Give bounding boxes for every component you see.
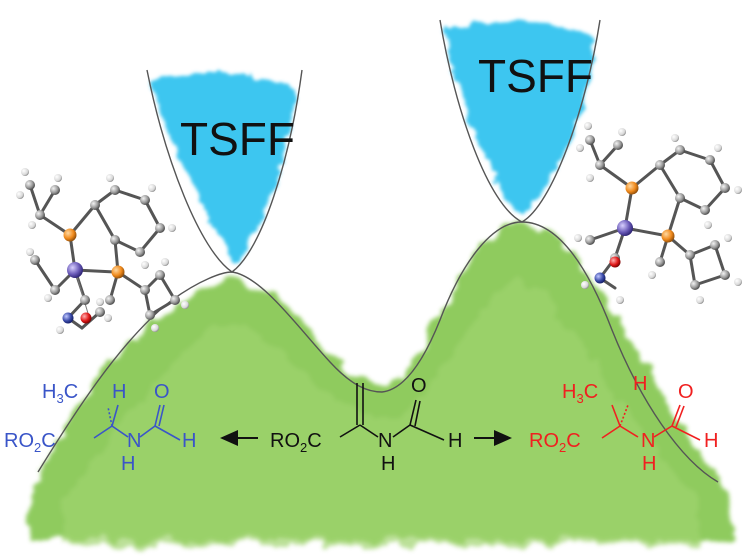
svg-text:H3C: H3C	[562, 381, 598, 406]
left-catalyst-structure-icon	[16, 168, 189, 334]
substrate-o: O	[411, 375, 427, 397]
substrate-n: N	[378, 430, 392, 452]
left-ts-curve	[146, 69, 303, 273]
substrate-ro-c: C	[307, 430, 321, 452]
substrate-ro-sub: 2	[300, 440, 307, 455]
h3c-h: H	[42, 381, 56, 403]
r-h3c-c: C	[584, 381, 598, 403]
ro-c: C	[41, 430, 55, 452]
green-energy-region	[30, 222, 735, 545]
left-o: O	[154, 381, 170, 403]
right-n: N	[641, 430, 655, 452]
r-h3c-sub: 3	[576, 391, 583, 406]
ro-label: RO	[4, 430, 34, 452]
substrate-nh-h: H	[381, 453, 395, 475]
left-product-molecule: H3C H O RO2C N H H	[4, 381, 196, 475]
svg-text:RO2C: RO2C	[270, 430, 322, 455]
right-cho-h: H	[704, 430, 718, 452]
h3c-sub: 3	[56, 391, 63, 406]
left-nh-h: H	[121, 453, 135, 475]
substrate-cho-h: H	[448, 430, 462, 452]
left-ts-label: TSFF	[180, 113, 295, 165]
svg-text:RO2C: RO2C	[4, 430, 56, 455]
right-o: O	[678, 381, 694, 403]
left-h-top: H	[112, 381, 126, 403]
right-catalyst-structure-icon	[574, 122, 742, 304]
ro-sub: 2	[34, 440, 41, 455]
right-h-top: H	[633, 373, 647, 395]
r-h3c-h: H	[562, 381, 576, 403]
svg-text:RO2C: RO2C	[529, 430, 581, 455]
left-ts-blue-region	[150, 72, 296, 262]
right-ts-label: TSFF	[478, 50, 593, 102]
left-n: N	[127, 430, 141, 452]
substrate-ro: RO	[270, 430, 300, 452]
right-ts-blue-region	[444, 20, 596, 214]
right-ts-curve	[439, 19, 601, 223]
left-cho-h: H	[182, 430, 196, 452]
r-ro-label: RO	[529, 430, 559, 452]
substrate-molecule: RO2C N H O H	[270, 375, 462, 475]
svg-text:H3C: H3C	[42, 381, 78, 406]
h3c-c: C	[64, 381, 78, 403]
right-product-molecule: H3C H O RO2C N H H	[529, 373, 718, 475]
right-nh-h: H	[642, 453, 656, 475]
r-ro-c: C	[566, 430, 580, 452]
r-ro-sub: 2	[559, 440, 566, 455]
